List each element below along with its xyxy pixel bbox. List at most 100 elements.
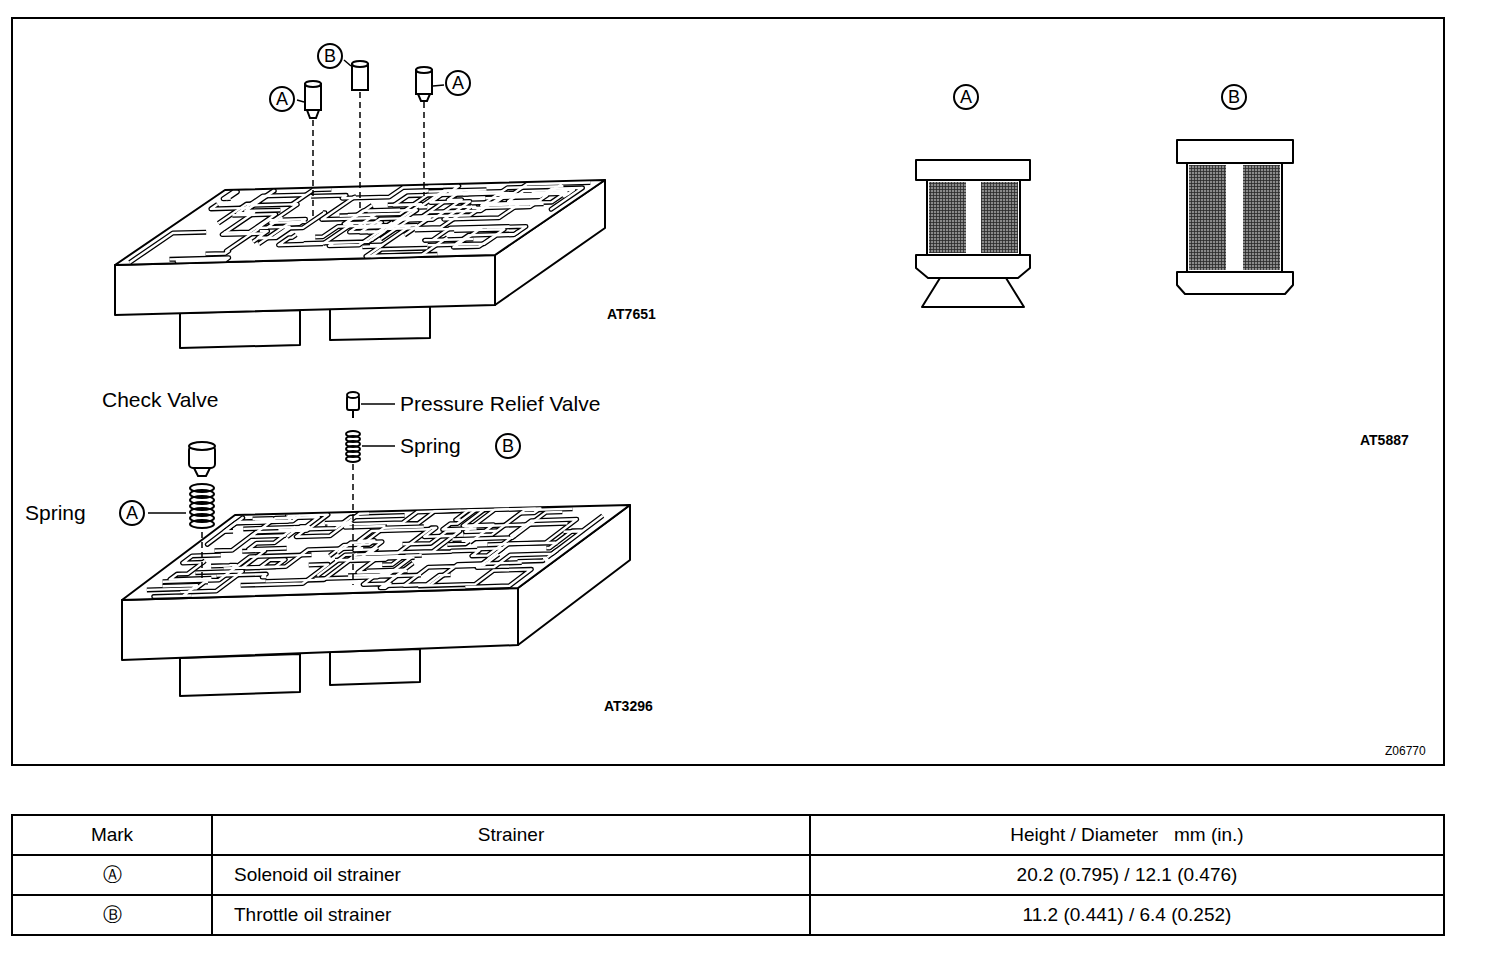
oil-channel [278, 515, 404, 530]
install-line [201, 532, 203, 580]
install-line [359, 92, 361, 208]
strainer-part [307, 110, 319, 118]
oil-channel [465, 508, 540, 532]
table-header: Mark [91, 824, 133, 846]
figure-code: AT3296 [604, 698, 653, 714]
relief-valve [352, 410, 354, 418]
callout-circle: A [119, 500, 145, 526]
table-cell: Ⓑ [103, 904, 122, 926]
strainer-part [305, 81, 321, 87]
oil-channel [477, 548, 558, 567]
callout-letter: A [126, 504, 138, 522]
leader-line [148, 512, 186, 514]
strainer-mesh [981, 182, 1018, 253]
strainer-mesh [929, 182, 966, 253]
oil-channel [223, 192, 237, 200]
oil-channel [154, 585, 197, 596]
figure-code: AT5887 [1360, 432, 1409, 448]
oil-channel [278, 235, 322, 245]
valve-body-block [180, 654, 300, 696]
table-cell: Throttle oil strainer [234, 904, 391, 926]
oil-channel [518, 560, 544, 562]
callout-circle: A [269, 86, 295, 112]
install-line [312, 120, 314, 218]
oil-channel [518, 560, 544, 562]
oil-channel [222, 195, 306, 235]
callout-letter: B [324, 47, 336, 65]
figure-frame [12, 18, 1444, 765]
callout-circle: A [445, 70, 471, 96]
callout-letter: A [960, 88, 972, 106]
oil-channel [349, 554, 408, 573]
table-rule [12, 854, 1444, 856]
oil-channel [211, 191, 298, 209]
leader-line [362, 445, 395, 447]
strainer-flange [916, 255, 1030, 278]
install-line [352, 464, 354, 585]
oil-channel [266, 555, 422, 581]
strainer-foot [922, 278, 1024, 307]
strainer-part [418, 94, 430, 101]
oil-channel [497, 184, 563, 195]
valve-body-block [330, 649, 420, 685]
table-frame [12, 815, 1444, 935]
spring-coil [190, 520, 214, 528]
strainer-body [1187, 163, 1282, 272]
strainer-mesh [1243, 165, 1280, 270]
check-valve [194, 468, 210, 476]
strainer-flange [916, 160, 1030, 180]
callout-circle: B [495, 433, 521, 459]
oil-channel [453, 512, 563, 540]
oil-channel [223, 192, 237, 200]
callout-circle: A [953, 84, 979, 110]
oil-channel [363, 563, 421, 588]
oil-channel [346, 205, 417, 226]
table-header: Strainer [478, 824, 545, 846]
oil-channel [456, 508, 535, 520]
table-header: Height / Diameter mm (in.) [1010, 824, 1243, 846]
leader-line [297, 100, 304, 102]
valve-body-top [122, 505, 630, 600]
strainer-mesh [1189, 165, 1226, 270]
valve-body-block [330, 306, 430, 340]
oil-channel [317, 528, 455, 576]
strainer-body [927, 180, 1020, 255]
leader-line [361, 403, 395, 405]
strainer-flange [1177, 272, 1293, 294]
oil-channel [354, 527, 423, 553]
install-line [423, 102, 425, 196]
oil-channel [215, 515, 328, 551]
table-rule [211, 815, 213, 935]
callout-letter: A [452, 74, 464, 92]
oil-channel [488, 543, 558, 545]
strainer-part [352, 61, 368, 67]
oil-channel [370, 531, 460, 553]
oil-channel [211, 565, 236, 568]
part-name: Pressure Relief Valve [400, 392, 600, 416]
spring-coil [346, 456, 360, 462]
leader-line [344, 60, 351, 66]
oil-channel [488, 543, 558, 545]
oil-channel [169, 258, 228, 261]
leader-line [433, 85, 444, 86]
oil-channel [169, 258, 228, 261]
valve-body-block [180, 310, 300, 348]
table-cell: Ⓐ [103, 864, 122, 886]
check-valve [189, 442, 215, 450]
oil-channel [330, 529, 430, 556]
oil-channel [130, 232, 206, 262]
oil-channel [418, 569, 531, 587]
figure-code: AT7651 [607, 306, 656, 322]
callout-circle: B [317, 43, 343, 69]
figure-code: Z06770 [1385, 745, 1426, 759]
part-name: Spring [25, 501, 86, 525]
strainer-part [416, 67, 432, 73]
oil-channel [394, 194, 469, 205]
callout-circle: B [1221, 84, 1247, 110]
part-name: Check Valve [102, 388, 218, 412]
oil-channel [420, 186, 459, 207]
oil-channel [163, 555, 312, 582]
table-cell: Solenoid oil strainer [234, 864, 401, 886]
oil-channel [236, 518, 273, 523]
oil-channel [304, 202, 443, 243]
